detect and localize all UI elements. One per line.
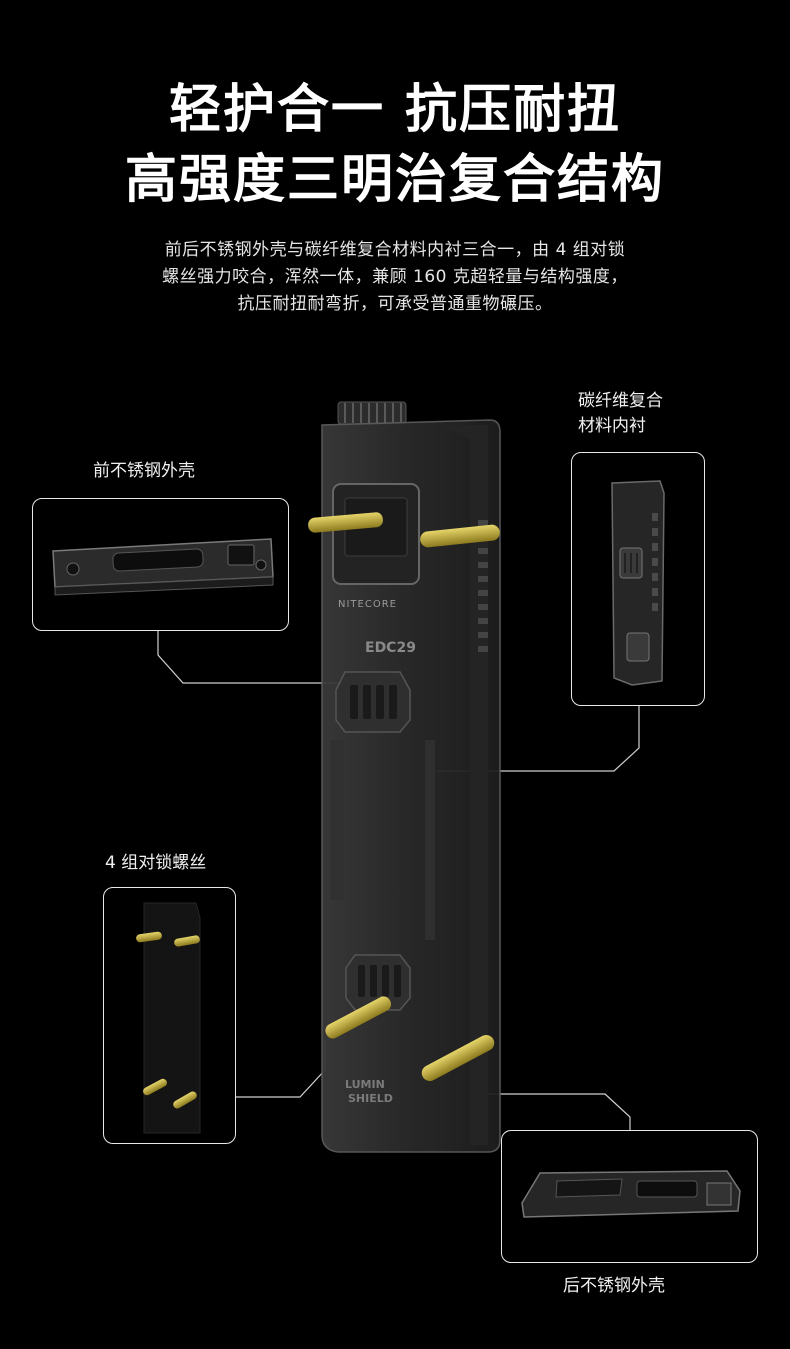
- screws-part-image: [136, 902, 201, 1134]
- callout-box-screws: [103, 887, 236, 1144]
- screw-icon: [136, 931, 200, 1109]
- callout-label-carbon-line-1: 碳纤维复合: [578, 391, 663, 411]
- brand-label: NITECORE: [338, 599, 397, 610]
- description-line-2: 螺丝强力咬合，浑然一体，兼顾 160 克超轻量与结构强度，: [162, 267, 628, 287]
- callout-box-back-shell: [501, 1130, 758, 1263]
- screw-icon: [308, 512, 500, 1082]
- callout-label-back-shell: 后不锈钢外壳: [563, 1276, 665, 1296]
- callout-box-front-shell: [32, 498, 289, 631]
- front-shell-part-image: [52, 538, 274, 596]
- headline-line-1: 轻护合一 抗压耐扭: [168, 80, 622, 140]
- description-line-3: 抗压耐扭耐弯折，可承受普通重物碾压。: [237, 294, 553, 314]
- model-label: EDC29: [365, 640, 416, 656]
- headline-line-2: 高强度三明治复合结构: [124, 150, 665, 210]
- callout-label-carbon-line-2: 材料内衬: [578, 416, 646, 436]
- callout-label-screws: 4 组对锁螺丝: [105, 853, 207, 873]
- carbon-liner-part-image: [611, 480, 665, 686]
- shield-label-line-2: SHIELD: [348, 1092, 393, 1105]
- description-line-1: 前后不锈钢外壳与碳纤维复合材料内衬三合一，由 4 组对锁: [164, 240, 626, 260]
- shield-label-line-1: LUMIN: [345, 1078, 385, 1091]
- back-shell-part-image: [521, 1170, 741, 1218]
- callout-label-front-shell: 前不锈钢外壳: [93, 461, 195, 481]
- callout-box-carbon-liner: [571, 452, 705, 706]
